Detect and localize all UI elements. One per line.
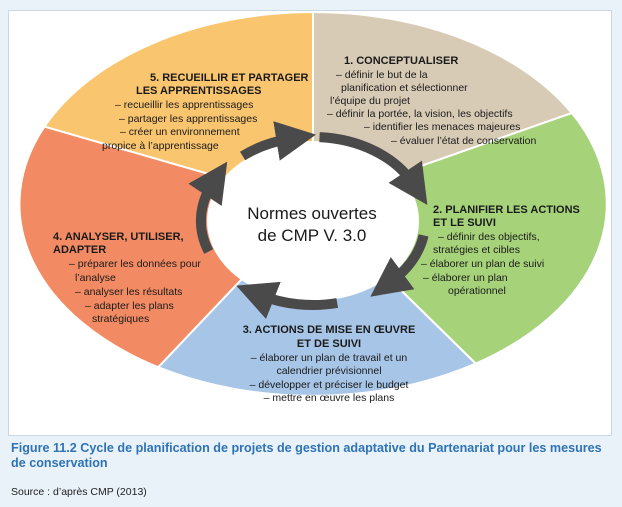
planifier-line: – élaborer un plan (423, 272, 508, 284)
cycle-arrow-4 (188, 161, 228, 254)
title-analyser-1: 4. ANALYSER, UTILISER, (53, 231, 184, 243)
title-planifier-2: ET LE SUIVI (433, 217, 496, 229)
segment-planifier (311, 111, 608, 365)
recueillir-line: – créer un environnement (120, 126, 240, 138)
center-ellipse (207, 141, 419, 301)
cycle-arrow-3 (236, 281, 339, 319)
conceptualiser-line: – définir le but de la (336, 69, 428, 81)
planifier-line: stratégies et cibles (433, 244, 520, 256)
planifier-line: – élaborer un plan de suivi (421, 258, 544, 270)
recueillir-line: – recueillir les apprentissages (115, 99, 253, 111)
analyser-line: l’analyse (75, 272, 116, 284)
text-recueillir: 5. RECUEILLIR ET PARTAGER LES APPRENTISS… (102, 72, 309, 152)
title-actions-1: 3. ACTIONS DE MISE EN ŒUVRE (243, 324, 416, 336)
analyser-line: – préparer les données pour (69, 258, 201, 270)
center-label-line2: de CMP V. 3.0 (258, 226, 367, 245)
title-conceptualiser: 1. CONCEPTUALISER (344, 55, 458, 67)
text-conceptualiser: 1. CONCEPTUALISER – définir le but de la… (327, 55, 536, 147)
figure-caption: Figure 11.2 Cycle de planification de pr… (11, 441, 602, 470)
text-analyser: 4. ANALYSER, UTILISER, ADAPTER – prépare… (53, 231, 201, 325)
planifier-line: – définir des objectifs, (438, 231, 540, 243)
title-recueillir-2: LES APPRENTISSAGES (136, 85, 262, 97)
title-recueillir-1: 5. RECUEILLIR ET PARTAGER (150, 72, 309, 84)
actions-line: calendrier prévisionnel (276, 365, 381, 377)
recueillir-line: – partager les apprentissages (119, 113, 257, 125)
actions-line: – mettre en œuvre les plans (264, 392, 395, 404)
title-actions-2: ET DE SUIVI (297, 338, 361, 350)
conceptualiser-line: – définir la portée, la vision, les obje… (327, 108, 513, 120)
analyser-line: – adapter les plans (85, 300, 174, 312)
recueillir-line: propice à l’apprentissage (102, 140, 219, 152)
cycle-arrow-5 (239, 121, 316, 161)
actions-line: – élaborer un plan de travail et un (251, 352, 408, 364)
title-analyser-2: ADAPTER (53, 244, 106, 256)
conceptualiser-line: planification et sélectionner (341, 82, 468, 94)
conceptualiser-line: l’équipe du projet (330, 95, 410, 107)
actions-line: – développer et préciser le budget (250, 379, 409, 391)
conceptualiser-line: – identifier les menaces majeures (364, 121, 520, 133)
diagram-box: Normes ouvertes de CMP V. 3.0 1. CONCEPT… (8, 10, 612, 436)
center-label-line1: Normes ouvertes (247, 204, 376, 223)
analyser-line: – analyser les résultats (75, 286, 182, 298)
title-planifier-1: 2. PLANIFIER LES ACTIONS (433, 204, 580, 216)
text-actions: 3. ACTIONS DE MISE EN ŒUVRE ET DE SUIVI … (243, 324, 416, 404)
planifier-line: opérationnel (448, 285, 506, 297)
cycle-diagram: Normes ouvertes de CMP V. 3.0 1. CONCEPT… (18, 10, 608, 404)
conceptualiser-line: – évaluer l’état de conservation (391, 135, 536, 147)
figure-source: Source : d’après CMP (2013) (11, 486, 147, 498)
cycle-arrow-2 (370, 234, 429, 297)
cycle-arrow-1 (319, 132, 428, 206)
analyser-line: stratégiques (92, 313, 149, 325)
text-planifier: 2. PLANIFIER LES ACTIONS ET LE SUIVI – d… (421, 204, 580, 297)
